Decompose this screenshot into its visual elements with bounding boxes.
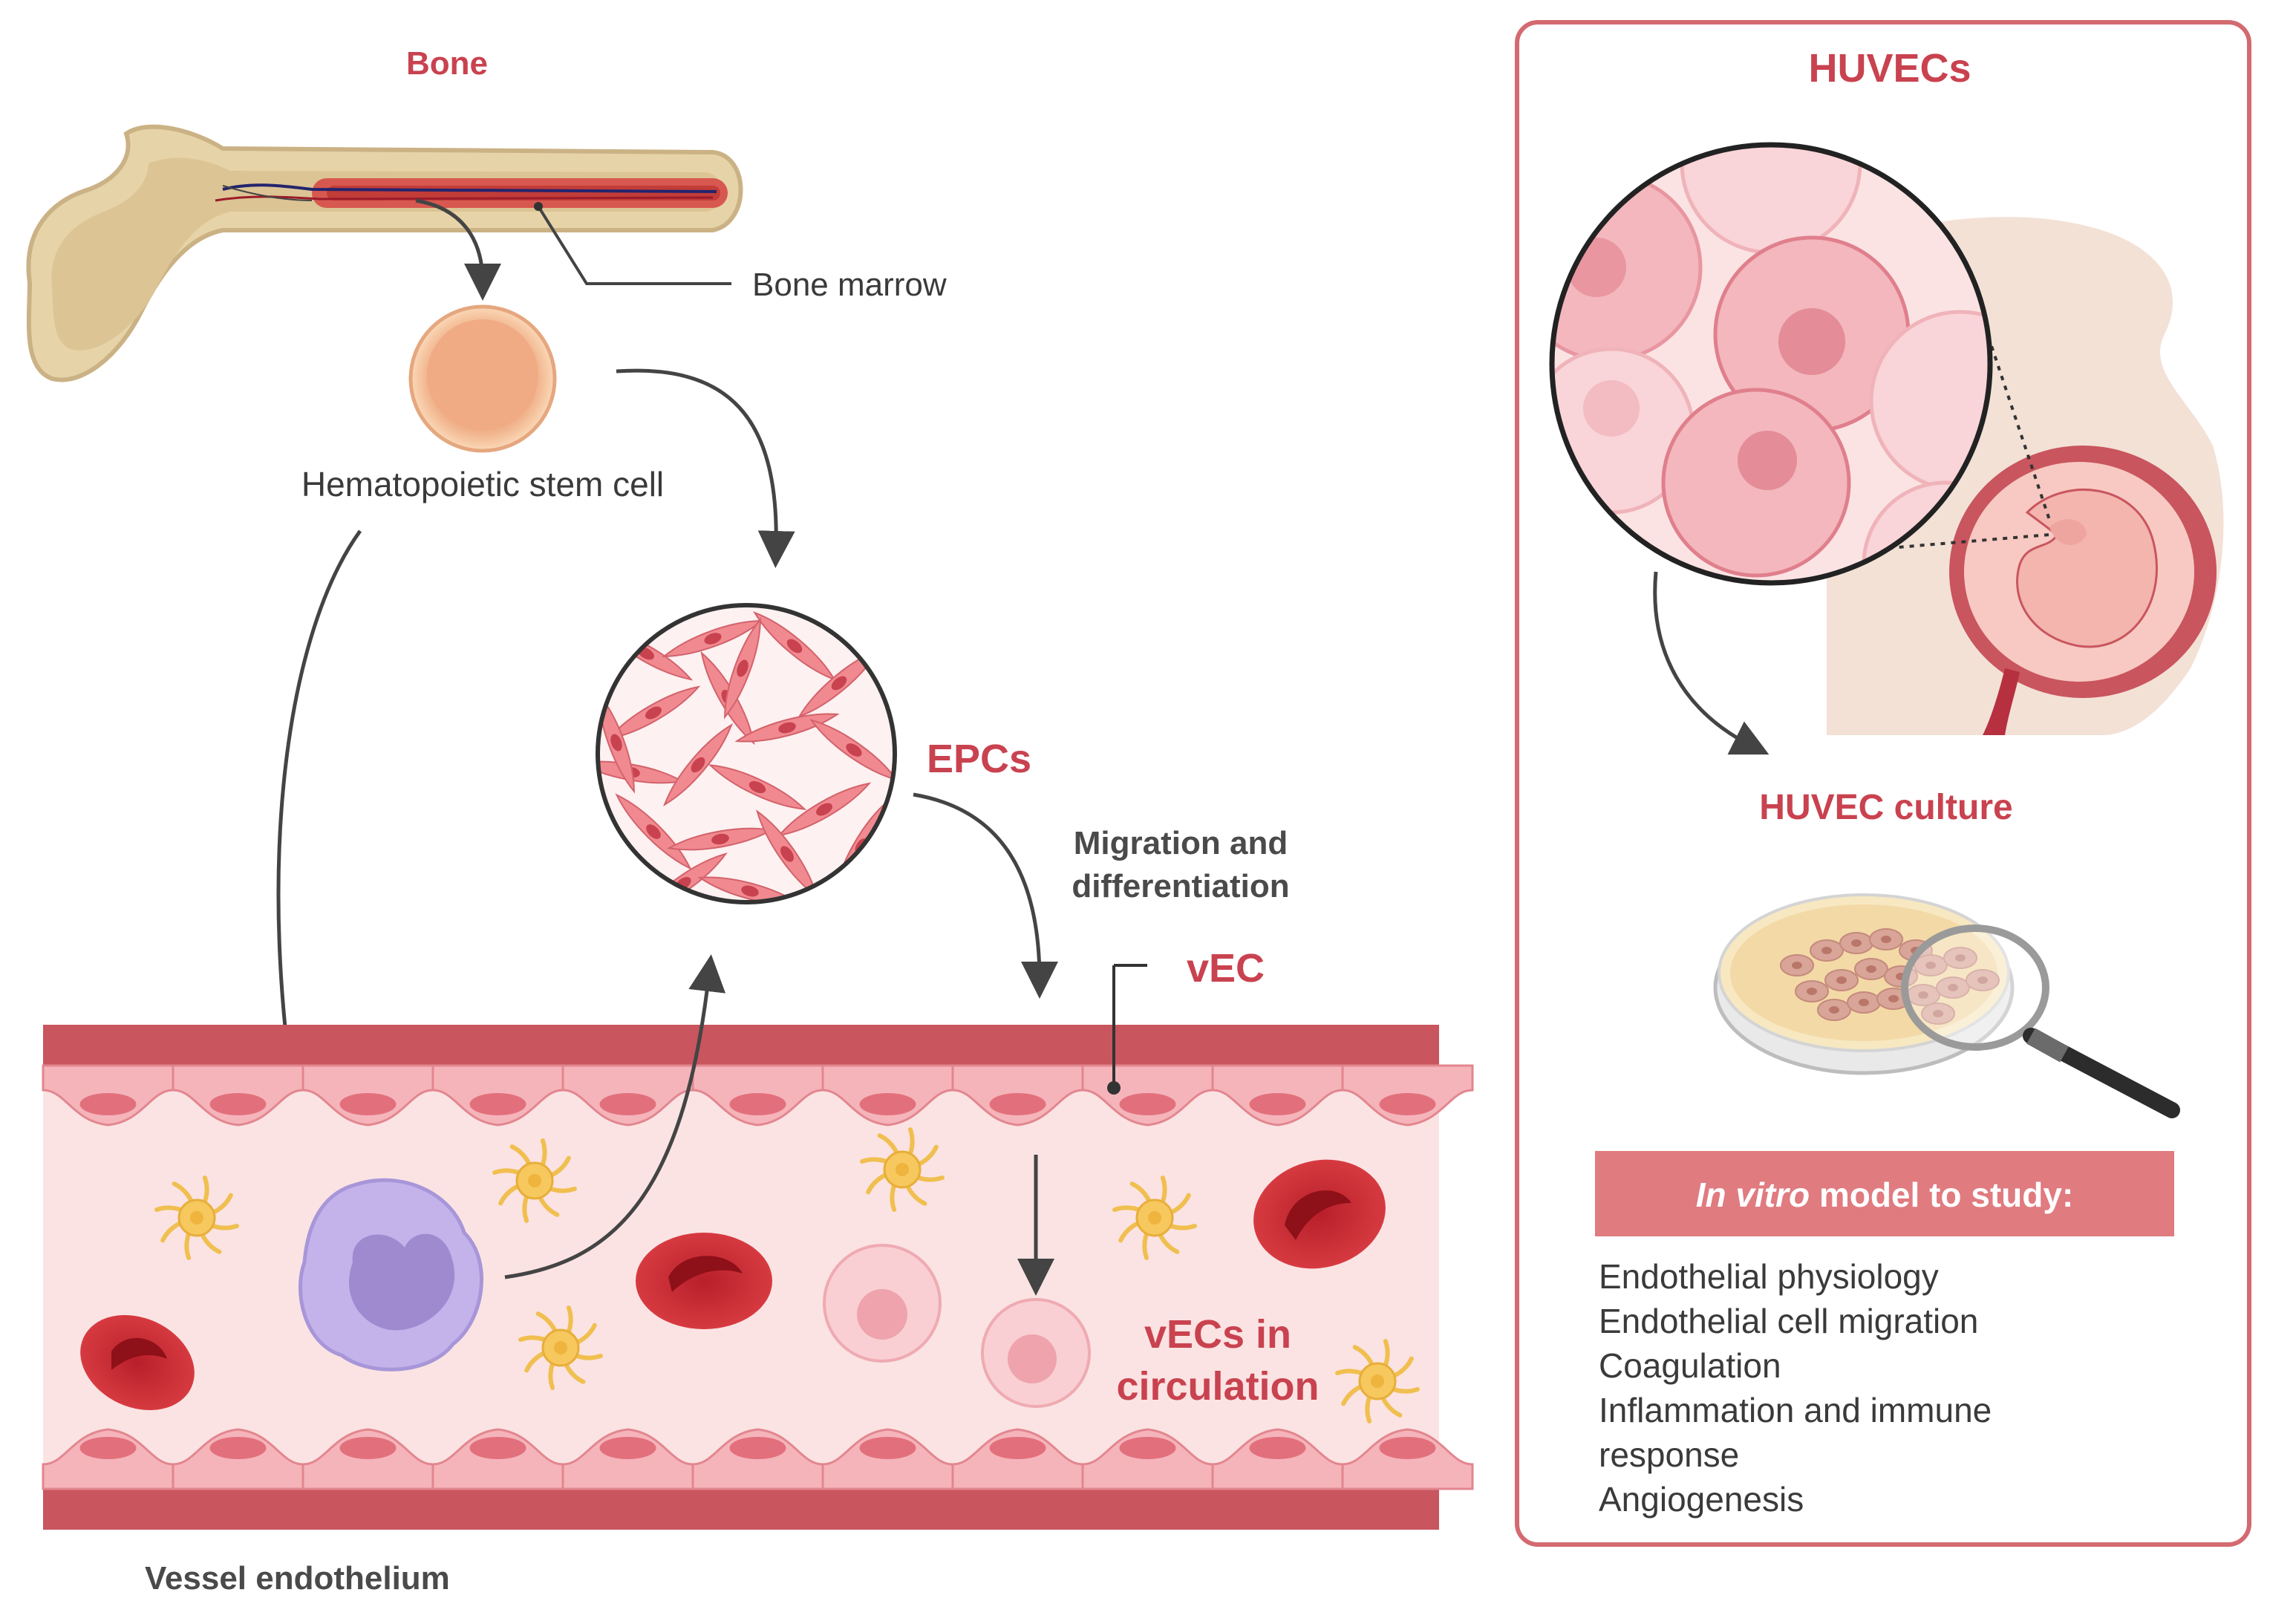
platelet <box>1335 1339 1420 1424</box>
endothelial-cell <box>951 1064 1084 1126</box>
platelet <box>518 1305 603 1390</box>
red-blood-cell <box>80 1314 195 1411</box>
label-vecs-circulation-2: circulation <box>1116 1364 1319 1409</box>
platelet <box>492 1138 577 1223</box>
arrow-epcs-to-vec <box>913 792 1058 999</box>
endothelial-cell <box>431 1428 564 1490</box>
hsc-cell <box>408 304 557 453</box>
dish-cell <box>1824 969 1859 991</box>
platelet <box>860 1127 945 1212</box>
study-item: response <box>1599 1435 1739 1474</box>
endothelial-cell <box>172 1064 304 1126</box>
epc-cell <box>753 611 836 681</box>
arrow-zoom-to-culture <box>1653 571 1770 755</box>
bone-illustration <box>26 124 743 382</box>
dish-cell <box>1780 954 1814 976</box>
arrow-monocyte-to-epcs <box>504 954 726 1279</box>
epcs-circle <box>596 603 897 904</box>
epc-cell <box>606 685 701 740</box>
endothelial-cell <box>172 1428 304 1490</box>
endothelial-cell <box>821 1064 954 1126</box>
endothelial-cell <box>951 1428 1084 1490</box>
epc-cell <box>663 723 733 806</box>
endothelial-cell <box>431 1064 564 1126</box>
huvec-title: HUVECs <box>1808 46 1971 91</box>
in-vitro-banner-text: In vitro model to study: <box>1696 1175 2074 1214</box>
dish-cell <box>1869 928 1903 950</box>
label-migration-2: differentiation <box>1072 868 1289 904</box>
red-blood-cell <box>636 1233 772 1329</box>
circulating-endothelial-cell <box>981 1298 1091 1408</box>
label-epcs: EPCs <box>927 737 1031 781</box>
circulating-endothelial-cell <box>823 1244 942 1363</box>
study-item: Endothelial physiology <box>1599 1257 1939 1296</box>
platelet <box>154 1175 239 1260</box>
endothelial-cell <box>1341 1428 1474 1490</box>
dish-cell <box>1914 954 1948 976</box>
epc-cell <box>777 782 872 837</box>
arrow-bone-to-hsc <box>415 198 501 301</box>
endothelial-cell <box>1211 1428 1344 1490</box>
endothelial-cell <box>561 1064 694 1126</box>
endothelial-cell <box>1081 1428 1214 1490</box>
dish-cell <box>1795 980 1829 1002</box>
epc-cell <box>809 719 895 781</box>
study-item: Inflammation and immune <box>1599 1391 1992 1429</box>
dish-cell <box>1943 947 1977 969</box>
epc-cell <box>724 617 761 720</box>
endothelial-cell <box>42 1428 175 1490</box>
endothelial-cell <box>821 1428 954 1490</box>
label-vec: vEC <box>1187 946 1265 991</box>
endothelial-cell <box>691 1064 824 1126</box>
in-vitro-banner <box>1595 1151 2174 1236</box>
dish-cell <box>1936 976 1970 999</box>
epc-cell <box>708 764 807 810</box>
endothelial-cell <box>691 1428 824 1490</box>
endothelial-cell <box>561 1428 694 1490</box>
label-migration-1: Migration and <box>1074 825 1288 861</box>
petri-dish-illustration <box>1713 893 2180 1118</box>
label-hsc: Hematopoietic stem cell <box>301 465 664 503</box>
endothelial-cell <box>1211 1064 1344 1126</box>
huvec-culture-title: HUVEC culture <box>1759 788 2012 827</box>
dish-cell <box>1966 969 2000 991</box>
platelet <box>1112 1175 1197 1260</box>
study-list: Endothelial physiology Endothelial cell … <box>1599 1257 1992 1519</box>
arrow-hsc-to-epcs <box>616 368 795 568</box>
epc-cell <box>598 691 635 794</box>
dish-cell <box>1921 1002 1955 1025</box>
dish-cell <box>1847 991 1881 1014</box>
dish-cell <box>1817 999 1851 1021</box>
study-item: Endothelial cell migration <box>1599 1302 1978 1340</box>
zoom-connector <box>1974 296 2051 521</box>
monocyte-cell <box>298 1178 483 1372</box>
dish-cell <box>1854 958 1888 980</box>
endothelial-cell <box>301 1064 434 1126</box>
platelets <box>154 1127 1420 1424</box>
bone-marrow-pointer <box>537 205 731 285</box>
study-item: Angiogenesis <box>1599 1480 1804 1519</box>
label-vecs-circulation-1: vECs in <box>1144 1312 1291 1357</box>
label-bone-marrow: Bone marrow <box>752 267 947 303</box>
endothelial-cell <box>301 1428 434 1490</box>
dish-cell <box>1839 932 1873 954</box>
study-item: Coagulation <box>1599 1346 1781 1385</box>
label-bone: Bone <box>406 45 488 82</box>
epc-cell <box>615 793 692 870</box>
endothelial-cell <box>42 1064 175 1126</box>
label-vessel-endothelium: Vessel endothelium <box>145 1560 450 1597</box>
dish-cell <box>1810 939 1844 962</box>
red-blood-cell <box>1253 1159 1386 1269</box>
endothelial-cell <box>1341 1064 1474 1126</box>
